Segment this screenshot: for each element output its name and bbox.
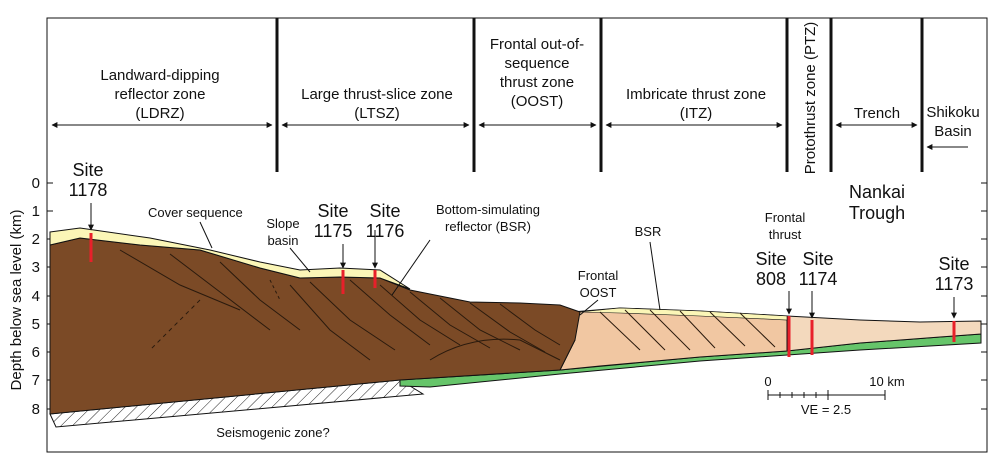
frontal-oost-label-1: Frontal [578, 268, 619, 283]
seismogenic-zone-label: Seismogenic zone? [216, 425, 329, 440]
zone-ldrz-label-1: Landward-dipping [100, 67, 219, 84]
scale-bar [767, 390, 886, 400]
zone-oost-label-1: Frontal out-of- [490, 36, 584, 53]
zone-ldrz-label-2: reflector zone [115, 86, 206, 103]
zone-ptz-label: Protothrust zone (PTZ) [802, 22, 819, 175]
site-1173-word: Site [938, 254, 969, 274]
zone-ltsz-label-2: (LTSZ) [354, 105, 400, 122]
depth-tick-label: 6 [32, 344, 40, 361]
site-1175-number: 1175 [314, 221, 353, 241]
scale-end-label: 10 km [869, 374, 904, 389]
site-1174-number: 1174 [799, 269, 838, 289]
zone-oost-label-3: thrust zone [500, 74, 574, 91]
site-1174-word: Site [802, 249, 833, 269]
depth-tick-label: 0 [32, 175, 40, 192]
zone-oost-label-4: (OOST) [511, 93, 564, 110]
cover-sequence-label: Cover sequence [148, 205, 243, 220]
site-1176-number: 1176 [366, 221, 405, 241]
frontal-thrust-label-1: Frontal [765, 210, 806, 225]
zone-itz-label-2: (ITZ) [680, 105, 712, 122]
zone-trench-label: Trench [854, 105, 900, 122]
bsr-short-label: BSR [635, 224, 662, 239]
zone-dividers [275, 18, 924, 172]
zone-ldrz-label-3: (LDRZ) [135, 105, 184, 122]
site-808-number: 808 [756, 269, 786, 289]
cover-sequence [49, 227, 411, 290]
zone-extent-arrows [51, 122, 968, 150]
depth-tick-label: 7 [32, 372, 40, 389]
slope-basin-label-1: Slope [266, 216, 299, 231]
depth-tick-label: 8 [32, 401, 40, 418]
site-boreholes [89, 233, 956, 357]
site-1178-number: 1178 [69, 180, 108, 200]
nankai-trough-label-2: Trough [849, 203, 905, 223]
zone-itz-label-1: Imbricate thrust zone [626, 86, 766, 103]
zone-oost-label-2: sequence [504, 55, 569, 72]
bsr-label-1: Bottom-simulating [436, 202, 540, 217]
accretionary-prism [49, 237, 581, 415]
depth-tick-label: 5 [32, 316, 40, 333]
site-1175-word: Site [317, 201, 348, 221]
frontal-thrust-label-2: thrust [769, 227, 802, 242]
site-808-word: Site [755, 249, 786, 269]
slope-basin-label-2: basin [267, 233, 298, 248]
bsr-label-2: reflector (BSR) [445, 219, 531, 234]
site-1173-number: 1173 [935, 274, 974, 294]
nankai-trough-label-1: Nankai [849, 182, 905, 202]
depth-tick-label: 1 [32, 203, 40, 220]
site-1178-word: Site [72, 160, 103, 180]
scale-start-label: 0 [764, 374, 771, 389]
depth-tick-label: 2 [32, 231, 40, 248]
annotation-leaders [199, 221, 661, 316]
depth-tick-label: 4 [32, 288, 40, 305]
frontal-oost-label-2: OOST [580, 285, 617, 300]
depth-axis-title: Depth below sea level (km) [8, 210, 25, 391]
site-arrows [88, 203, 957, 319]
zone-shikoku-label-2: Basin [934, 123, 972, 140]
thrust-faults [119, 249, 776, 361]
zone-shikoku-label-1: Shikoku [926, 104, 979, 121]
site-1176-word: Site [369, 201, 400, 221]
vertical-exaggeration-label: VE = 2.5 [801, 402, 851, 417]
depth-tick-label: 3 [32, 259, 40, 276]
zone-ltsz-label-1: Large thrust-slice zone [301, 86, 453, 103]
